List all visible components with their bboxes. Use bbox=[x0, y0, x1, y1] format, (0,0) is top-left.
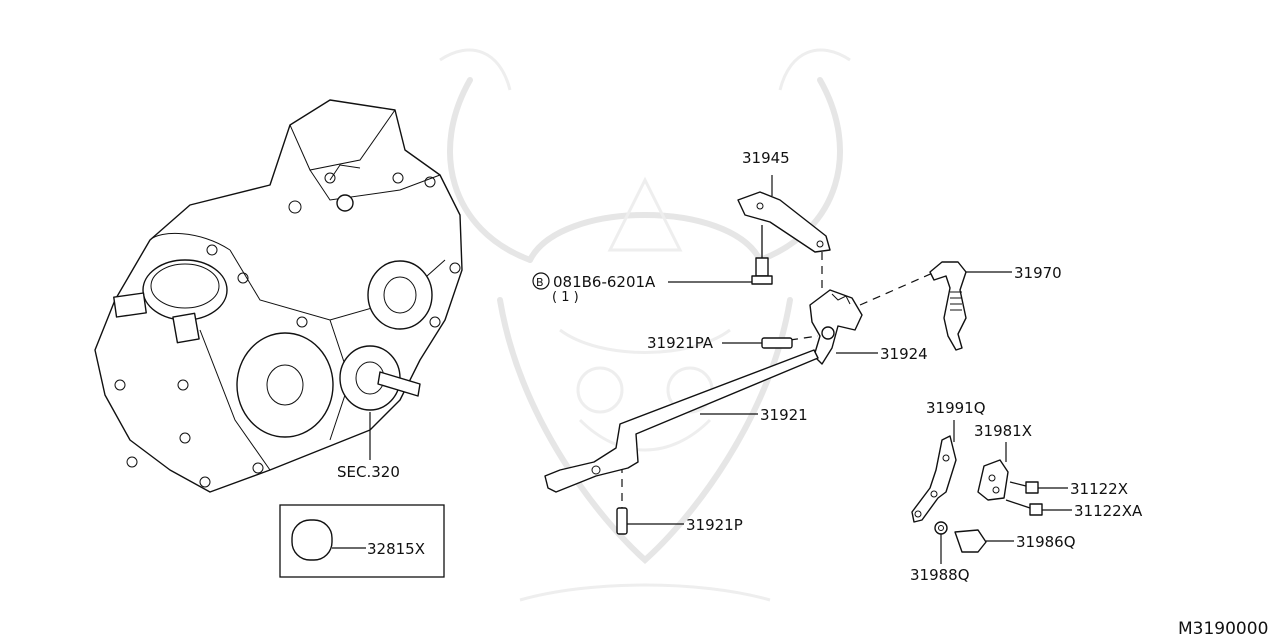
label-31122xa: 31122XA bbox=[1074, 502, 1143, 520]
washer-31988q bbox=[934, 521, 948, 564]
bracket-31945 bbox=[737, 175, 831, 253]
part-32815x-box bbox=[279, 504, 445, 578]
transmission-case-drawing bbox=[94, 99, 463, 493]
bolt-31122x bbox=[1009, 481, 1068, 494]
bracket-31981x bbox=[977, 442, 1009, 501]
label-31921pa: 31921PA bbox=[647, 334, 714, 352]
label-32815x: 32815X bbox=[367, 540, 425, 558]
bolt-prefix-b: B bbox=[536, 276, 544, 289]
pin-31921pa bbox=[722, 337, 793, 349]
bolt-31122xa bbox=[1005, 499, 1072, 516]
pin-31921p bbox=[616, 507, 684, 535]
label-31921: 31921 bbox=[760, 406, 808, 424]
label-31991q: 31991Q bbox=[926, 399, 986, 417]
label-31921p: 31921P bbox=[686, 516, 743, 534]
grommet-31986q bbox=[954, 529, 1014, 553]
shift-rod-31921 bbox=[544, 349, 819, 493]
watermark-emblem bbox=[439, 48, 851, 602]
diagram-code: M3190000 bbox=[1178, 619, 1268, 639]
label-081b6-6201a: 081B6-6201A bbox=[553, 273, 656, 291]
bracket-31991q bbox=[911, 420, 957, 523]
label-31122x: 31122X bbox=[1070, 480, 1128, 498]
label-bolt-qty: ( 1 ) bbox=[552, 290, 579, 305]
shift-lever-31924 bbox=[809, 289, 878, 365]
label-31981x: 31981X bbox=[974, 422, 1032, 440]
label-31970: 31970 bbox=[1014, 264, 1062, 282]
label-sec320: SEC.320 bbox=[337, 463, 400, 481]
label-31986q: 31986Q bbox=[1016, 533, 1076, 551]
cable-31970 bbox=[929, 261, 1012, 351]
label-31945: 31945 bbox=[742, 149, 790, 167]
label-31988q: 31988Q bbox=[910, 566, 970, 584]
label-31924: 31924 bbox=[880, 345, 928, 363]
bolt-081b6-6201a bbox=[532, 225, 773, 290]
